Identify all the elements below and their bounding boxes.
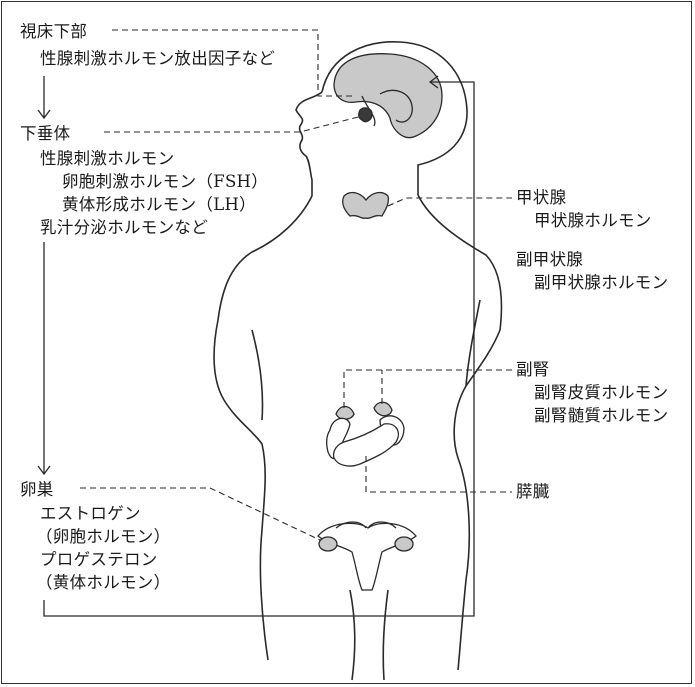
uterus [318,523,416,590]
hypothalamus-hormone: 性腺刺激ホルモン放出因子など [40,49,275,69]
face-front [296,92,322,196]
hypothalamus-title: 視床下部 [20,22,87,42]
thyroid-leader [388,198,512,206]
ovary-hormone-progesterone-note: （黄体ホルモン） [36,573,170,593]
parathyroid-title: 副甲状腺 [516,250,583,270]
thyroid-title: 甲状腺 [516,188,566,208]
ovary-hormone-progesterone: プロゲステロン [40,550,158,570]
ovary-right [395,537,413,551]
ovary-hormone-estrogen: エストロゲン [40,504,141,524]
body-outline [214,42,501,680]
thyroid-gland [343,193,389,219]
pituitary-hormone-prolactin: 乳汁分泌ホルモンなど [40,218,208,238]
adrenal-hormone-medulla: 副腎髄質ホルモン [534,406,668,426]
ovary-left [319,537,337,551]
pituitary-gland [359,108,372,122]
adrenal-right [374,402,392,416]
pancreas-title: 膵臓 [516,482,550,502]
torso-right [418,195,501,670]
pituitary-hormone-lh: 黄体形成ホルモン（LH） [62,195,256,215]
torso-left [214,196,312,660]
pituitary-hormone-gonadotropin: 性腺刺激ホルモン [40,149,174,169]
adrenal-leader [344,370,512,408]
dashed-leaders [80,30,512,540]
pituitary-title: 下垂体 [20,124,70,144]
pancreas-leader [366,456,512,492]
adrenal-hormone-cortex: 副腎皮質ホルモン [534,383,668,403]
reproductive-organs [318,522,416,590]
leg-inner [350,590,388,680]
pituitary-hormone-fsh: 卵胞刺激ホルモン（FSH） [62,172,268,192]
adrenal-left [336,407,354,420]
ovary-title: 卵巣 [20,480,54,500]
arm-right-inner [466,300,480,386]
arm-left-inner [252,330,263,420]
pituitary-leader [104,116,362,132]
adrenal-kidney-group [327,402,404,466]
ovary-hormone-estrogen-note: （卵胞ホルモン） [36,527,170,547]
adrenal-title: 副腎 [516,360,550,380]
parathyroid-hormone: 副甲状腺ホルモン [534,273,668,293]
thyroid-hormone: 甲状腺ホルモン [534,211,652,231]
